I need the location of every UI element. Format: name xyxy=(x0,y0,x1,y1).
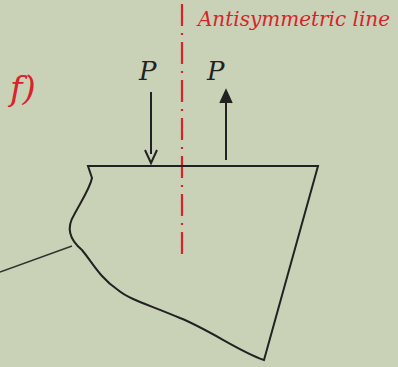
line-label: Antisymmetric line xyxy=(196,4,392,34)
load-arrow-down xyxy=(150,92,152,154)
figure-label: f) xyxy=(10,68,36,108)
arrow-head xyxy=(220,90,232,103)
leader-line xyxy=(0,246,72,272)
antisymmetry-line xyxy=(181,4,183,255)
load-label: P xyxy=(207,56,225,86)
arrow-head xyxy=(145,150,157,163)
body-outline xyxy=(70,166,318,360)
load-arrow-up xyxy=(225,98,227,160)
load-label: P xyxy=(139,56,157,86)
